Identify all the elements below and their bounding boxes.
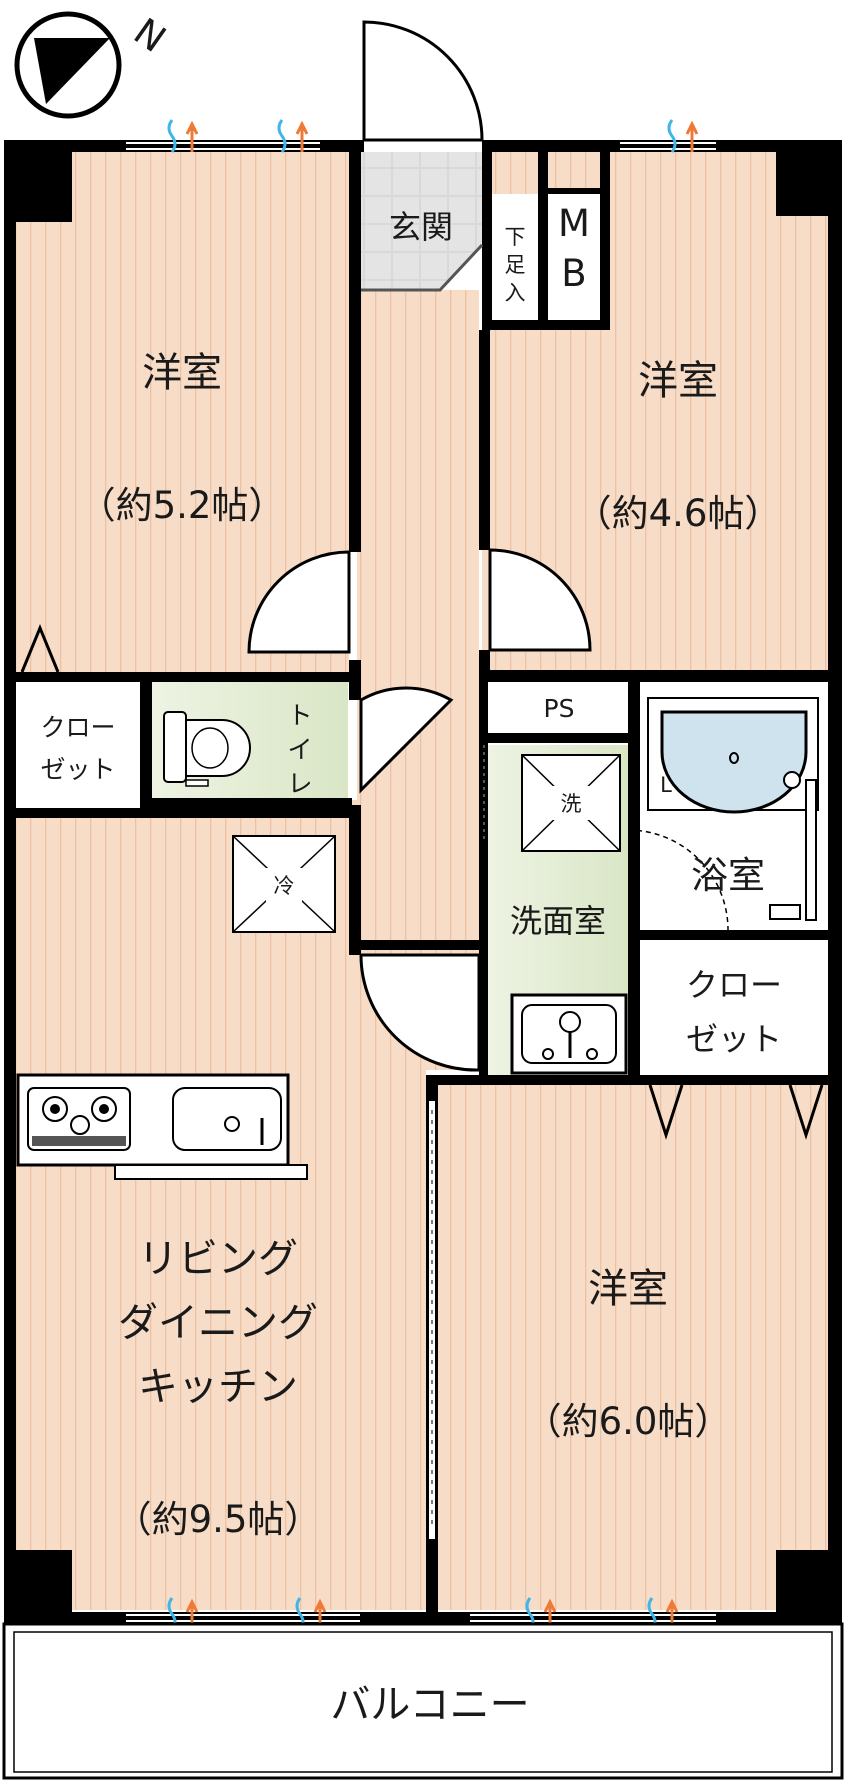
toilet-char2: イ (287, 735, 312, 764)
small-rooms (16, 194, 828, 1075)
room-ldk-size: （約9.5帖） (115, 1498, 322, 1541)
meter-box (548, 194, 600, 320)
toilet-char3: レ (287, 769, 312, 798)
balcony (2, 1622, 844, 1780)
front-door (362, 20, 484, 142)
fridge-space: 冷 (232, 835, 336, 933)
washbasin-icon (510, 993, 628, 1075)
meter-box-char1: M (558, 202, 590, 245)
sliding-door (427, 1099, 437, 1541)
door-ldk (359, 953, 481, 1072)
stove-icon (27, 1087, 131, 1151)
closet-east-line1: クロー (686, 966, 782, 1004)
shoe-box (492, 194, 538, 320)
fridge-mark: 冷 (274, 874, 295, 898)
bathtub-icon: L (627, 697, 819, 931)
closet-west-box (16, 682, 140, 808)
washer-mark: 洗 (561, 792, 582, 816)
closet-doors (20, 624, 824, 1140)
compass-north-label: N (126, 10, 173, 61)
closet-west-line2: ゼット (40, 755, 115, 784)
floor-western-se (432, 1080, 828, 1610)
room-washroom-name: 洗面室 (510, 902, 606, 940)
shoe-box-char1: 下 (505, 225, 526, 249)
door-western-nw (247, 550, 351, 654)
pipe-space-box (490, 682, 628, 733)
vent-icon (667, 119, 699, 153)
door-toilet (359, 686, 454, 794)
entrance-step (361, 243, 484, 292)
doors (247, 20, 592, 1072)
room-ldk-line3: キッチン (138, 1364, 298, 1410)
closet-west-line1: クロー (40, 713, 115, 742)
floor-entrance (361, 152, 482, 290)
kitchen-counter (16, 1073, 308, 1180)
room-labels: 洋室 （約5.2帖） 洋室 （約4.6帖） 洋室 （約6.0帖） リビング ダイ… (40, 202, 782, 1728)
washer-space: 洗 (521, 754, 621, 852)
toilet-char1: ト (287, 701, 312, 730)
pipe-space-name: PS (544, 694, 575, 723)
room-western-nw-name: 洋室 (142, 350, 222, 396)
bath-handrail-mark: L (660, 773, 672, 797)
room-western-ne-size: （約4.6帖） (575, 492, 782, 535)
toilet-icon (163, 711, 251, 787)
vent-icon (167, 119, 199, 153)
compass: N (14, 10, 173, 119)
room-ldk-line2: ダイニング (118, 1300, 318, 1346)
closet-east-line2: ゼット (686, 1020, 782, 1058)
shoe-box-char2: 足 (505, 253, 526, 277)
sink-icon (172, 1087, 282, 1151)
balcony-name: バルコニー (330, 1682, 529, 1728)
shoe-box-char3: 入 (505, 281, 526, 305)
room-ldk-line1: リビング (138, 1236, 298, 1282)
door-western-ne (488, 548, 592, 652)
room-western-nw-size: （約5.2帖） (79, 484, 286, 527)
room-entrance-name: 玄関 (389, 208, 453, 246)
room-bath-name: 浴室 (691, 854, 765, 897)
floor-ldk (16, 800, 426, 1610)
walls (4, 140, 842, 1625)
room-western-se-name: 洋室 (588, 1266, 668, 1312)
meter-box-char2: B (561, 252, 586, 295)
room-western-se-size: （約6.0帖） (525, 1400, 732, 1443)
vent-icon (277, 119, 309, 153)
closet-east-box (640, 940, 828, 1075)
room-western-ne-name: 洋室 (638, 358, 718, 404)
